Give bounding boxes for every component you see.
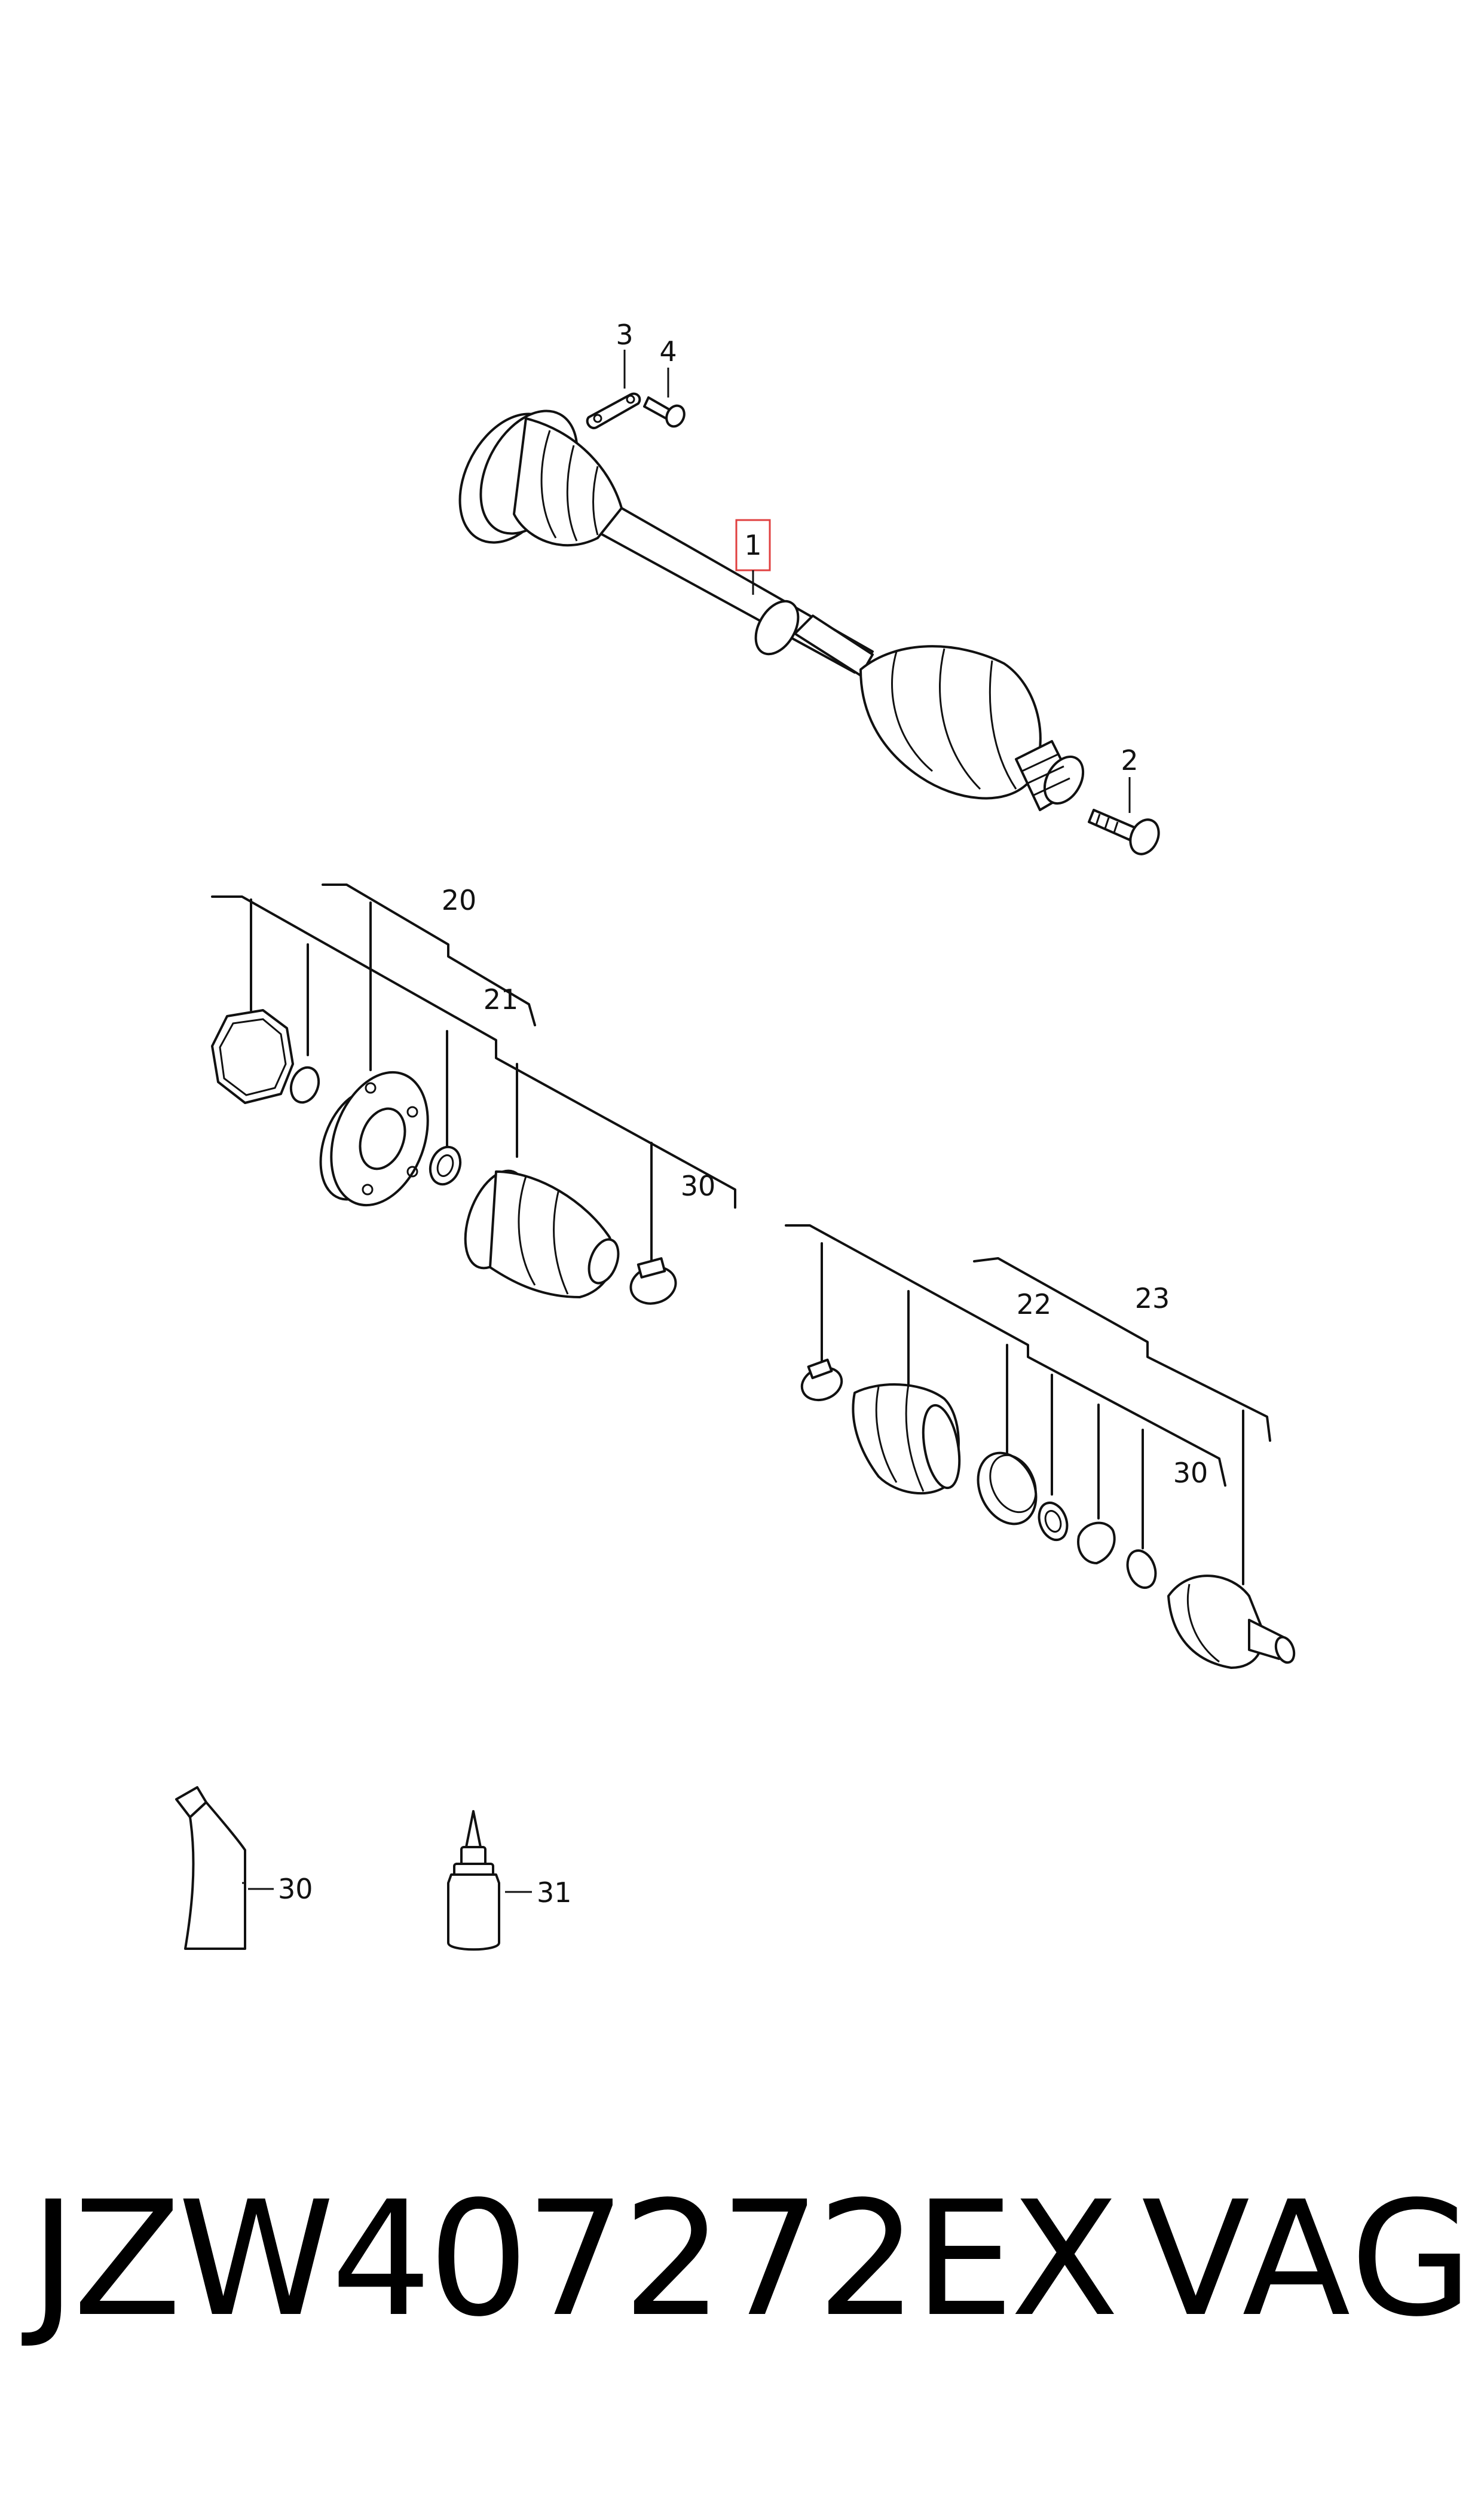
brand-name: VAG (1142, 2168, 1476, 2352)
inner-joint-kit-group (211, 883, 736, 1305)
label-part-23: 23 (1135, 1282, 1170, 1314)
label-part-30-a: 30 (681, 1170, 716, 1202)
label-part-30-c: 30 (278, 1873, 313, 1905)
screw-icon (643, 396, 686, 428)
label-part-22: 22 (1017, 1288, 1052, 1320)
label-part-20: 20 (442, 884, 477, 916)
grease-tube-icon (175, 1786, 246, 1950)
outer-joint-kit-group (785, 1224, 1296, 1669)
bolt-icon (1088, 809, 1160, 855)
sealant-bottle-icon (447, 1810, 500, 1951)
drive-shaft-assembly (458, 409, 1085, 811)
label-part-4: 4 (659, 335, 677, 368)
part-number: JZW407272EX (30, 2168, 1119, 2352)
footer-part-number-bar: JZW407272EX VAG (24, 2168, 1473, 2352)
label-part-21: 21 (484, 983, 519, 1016)
label-part-2: 2 (1121, 744, 1138, 776)
label-part-30-b: 30 (1173, 1457, 1208, 1489)
locking-plate-icon (586, 392, 641, 430)
label-part-3: 3 (616, 319, 633, 351)
label-part-31: 31 (537, 1876, 572, 1909)
label-part-1: 1 (744, 529, 761, 561)
